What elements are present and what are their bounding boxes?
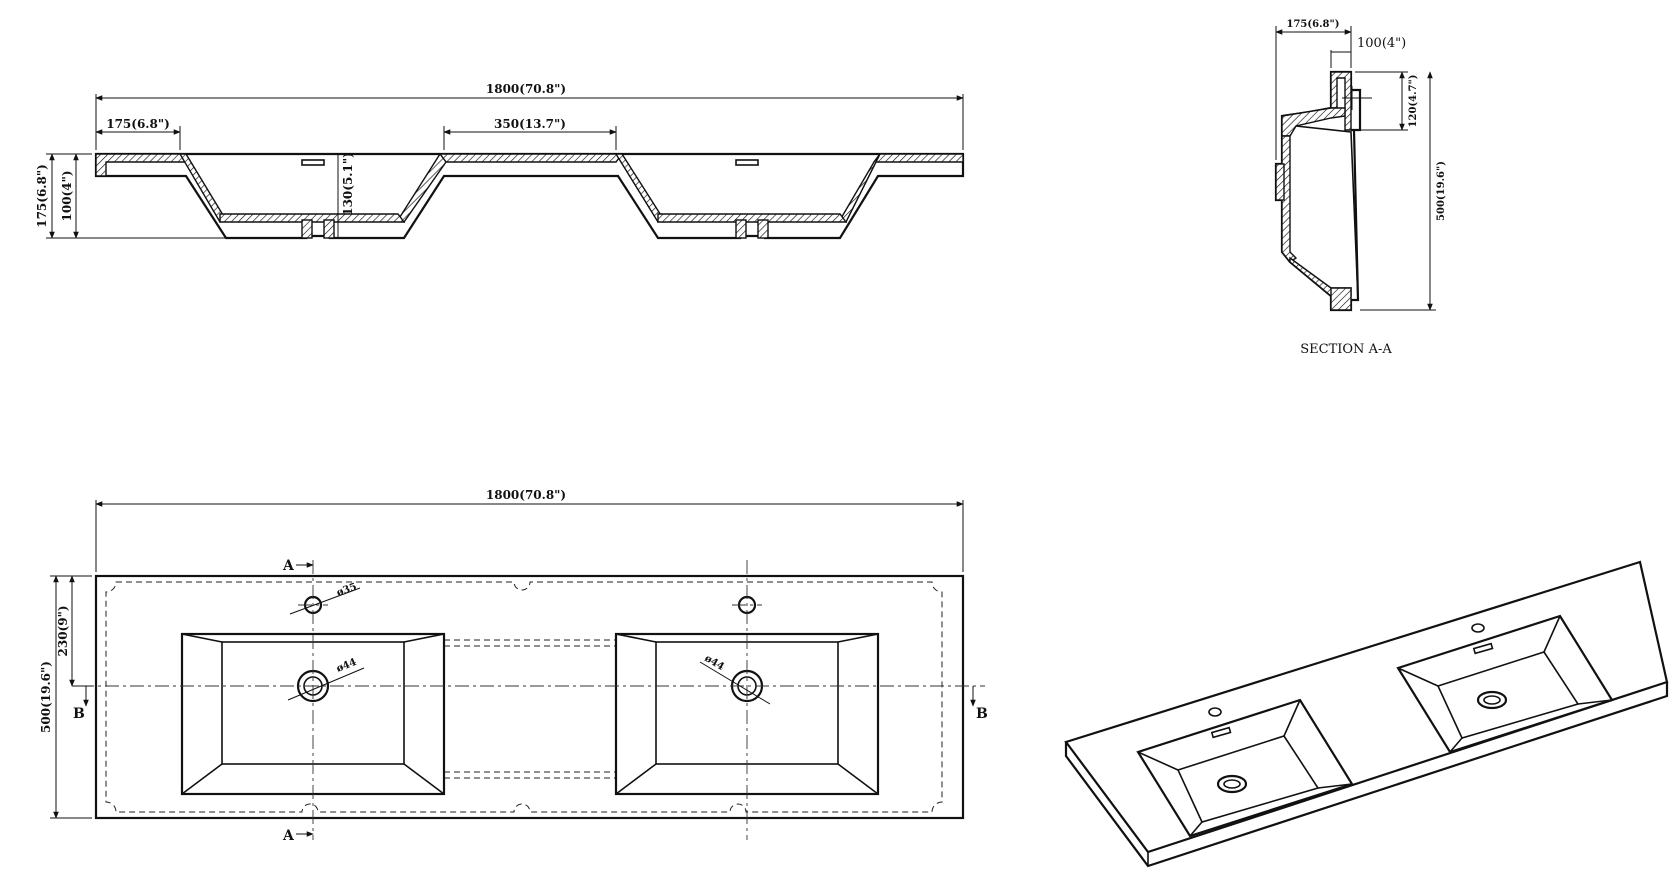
- iso-basin-left: [1136, 698, 1354, 838]
- hatched-floor-left-basin: [219, 213, 406, 223]
- drain-stub-left-b: [323, 219, 335, 239]
- dim-section-overall-depth: 500(19.6"): [1436, 161, 1447, 221]
- front-elevation-view: 1800(70.8") 175(6.8") 350(13.7") 175(6.8…: [35, 82, 965, 240]
- overflow-slot-right: [735, 159, 759, 166]
- dim-tap-hole: ø35: [335, 581, 358, 598]
- drain-stub-right-b: [757, 219, 769, 239]
- hatched-wall-right-basin-outer: [838, 153, 881, 223]
- section-mark-a-bottom: A: [282, 828, 295, 844]
- dim-section-rim-offset: 100(4"): [1357, 36, 1406, 51]
- section-mark-b-left: B: [73, 706, 85, 722]
- hatched-wall-left-basin-outer: [178, 153, 228, 223]
- hatched-floor-right-basin: [657, 213, 848, 223]
- section-caption: SECTION A-A: [1300, 342, 1392, 357]
- section-mark-a-top: A: [282, 558, 295, 574]
- hatched-deck-right: [872, 153, 964, 163]
- dim-front-rim-height: 100(4"): [60, 170, 74, 221]
- dim-plan-overall-depth: 500(19.6"): [39, 661, 53, 733]
- hatched-deck-middle: [438, 153, 624, 163]
- section-hatched-front-lip: [1330, 287, 1352, 311]
- iso-basin-right: [1396, 614, 1614, 754]
- plan-view: ø35 ø44 ø44 1800(70.8") 500(19.6") 230(9…: [39, 488, 988, 844]
- drain-stub-right-a: [735, 219, 747, 239]
- iso-drain-right: [1476, 690, 1508, 710]
- iso-drain-left: [1216, 774, 1248, 794]
- section-a-a-view: 175(6.8") 100(4") 120(4.7") 500(19.6") S…: [1274, 19, 1447, 357]
- overflow-slot-left: [301, 159, 325, 166]
- section-hatched-back-wall: [1330, 71, 1352, 131]
- section-mark-b-right: B: [976, 706, 988, 722]
- dim-front-basin-gap: 350(13.7"): [494, 117, 566, 131]
- dim-section-depth-top: 175(6.8"): [1287, 19, 1340, 30]
- dim-plan-tap-offset: 230(9"): [56, 605, 70, 656]
- hatched-deck-left: [95, 153, 188, 177]
- dim-front-total-height: 175(6.8"): [35, 164, 49, 228]
- drain-stub-left-a: [301, 219, 313, 239]
- dim-section-overflow-height: 120(4.7"): [1408, 75, 1419, 128]
- section-hatched-top: [1281, 107, 1346, 137]
- section-hatched-tap-boss: [1275, 163, 1285, 201]
- dim-front-basin-depth: 130(5.1"): [341, 152, 355, 216]
- dim-front-edge-offset: 175(6.8"): [106, 117, 170, 131]
- plan-outline: [94, 574, 965, 820]
- dim-plan-overall-width: 1800(70.8"): [486, 488, 566, 502]
- dim-front-overall-width: 1800(70.8"): [486, 82, 566, 96]
- section-hatched-front-wall: [1281, 135, 1298, 263]
- isometric-view: [1064, 560, 1669, 868]
